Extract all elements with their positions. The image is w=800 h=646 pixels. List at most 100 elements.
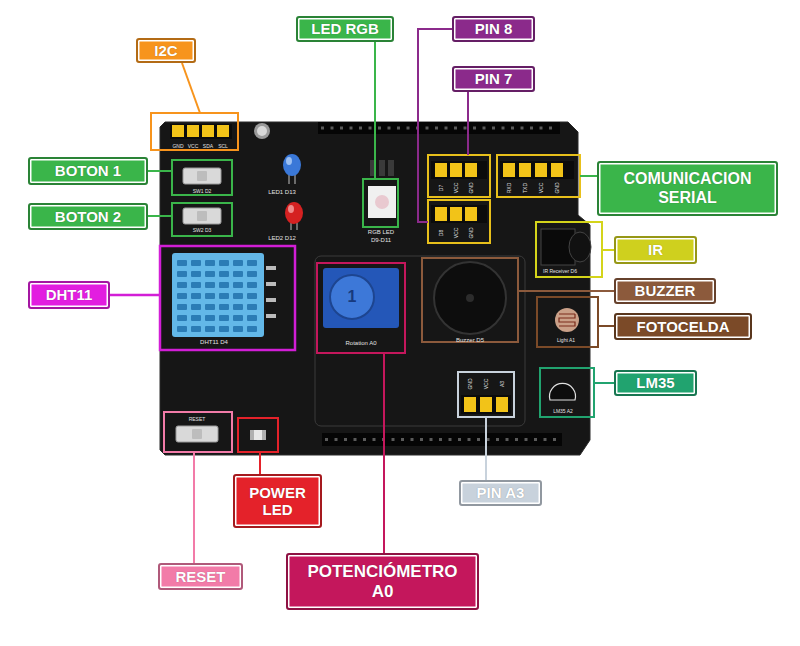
reset-button <box>192 429 202 439</box>
highlight-frame <box>164 412 232 452</box>
silkscreen-label: SCL <box>218 144 228 149</box>
led-leg <box>294 175 296 184</box>
silkscreen-label: VCC <box>188 144 199 149</box>
callout-box: PIN 7 <box>452 66 535 92</box>
silkscreen-label: TXD <box>523 183 528 193</box>
silkscreen-label: SW1 D2 <box>193 189 212 194</box>
silkscreen-label: D7 <box>439 185 444 191</box>
yellow-pin <box>450 163 462 177</box>
highlight-frame <box>363 179 398 227</box>
ir-receiver <box>569 232 591 262</box>
silkscreen-label: SW2 D3 <box>193 228 212 233</box>
callout-box: IR <box>614 236 697 264</box>
callout-text: DHT11 <box>46 286 93 303</box>
yellow-pin <box>496 397 508 412</box>
highlight-frame <box>536 222 602 277</box>
pin-header <box>431 205 487 223</box>
push-button <box>183 168 221 184</box>
callout-text: PIN 7 <box>475 70 513 87</box>
callout-text: COMUNICACION SERIAL <box>607 170 768 207</box>
rgb-led <box>375 195 389 209</box>
resistor <box>388 160 394 176</box>
silkscreen-label: VCC <box>539 183 544 194</box>
highlight-frame <box>160 246 295 350</box>
callout-text: PIN 8 <box>475 20 513 37</box>
highlight-frame <box>537 297 598 347</box>
reset-button <box>176 426 218 442</box>
silkscreen-label: IR Receiver D6 <box>543 269 577 274</box>
leader-line <box>148 215 172 217</box>
silkscreen-label: GND <box>469 182 474 193</box>
highlight-frame <box>172 160 232 195</box>
callout-box: FOTOCELDA <box>614 313 752 340</box>
silkscreen-label: RGB LED <box>368 229 394 235</box>
lm35-sensor <box>550 383 576 400</box>
callout-box: BUZZER <box>614 278 716 304</box>
yellow-pin <box>202 125 214 137</box>
leader-line <box>485 417 487 480</box>
callout-box: POTENCIÓMETRO A0 <box>286 553 479 610</box>
leader-line <box>259 452 261 474</box>
pin-header <box>431 161 487 179</box>
silkscreen-label: D9-D11 <box>371 237 391 243</box>
callout-box: POWER LED <box>233 474 322 528</box>
callout-text: BOTON 2 <box>55 208 121 225</box>
highlight-frame <box>428 200 490 243</box>
yellow-pin <box>551 163 563 177</box>
callout-box: BOTON 2 <box>28 203 148 230</box>
highlight-frame <box>151 113 238 150</box>
pin-header <box>500 161 574 179</box>
potentiometer-knob <box>330 275 374 319</box>
callout-box: RESET <box>158 563 243 590</box>
callout-box: BOTON 1 <box>28 157 148 185</box>
callout-text: PIN A3 <box>477 484 525 501</box>
callout-box: PIN A3 <box>459 480 542 506</box>
silkscreen-outline <box>315 256 525 426</box>
silkscreen-label: GND <box>555 182 560 193</box>
blue-led <box>283 154 301 176</box>
highlight-frame <box>458 372 514 417</box>
sensor-pin <box>266 298 276 302</box>
push-button <box>197 171 207 181</box>
yellow-pin <box>450 207 462 221</box>
yellow-pin <box>503 163 515 177</box>
highlight-frame <box>497 155 580 197</box>
photoresistor <box>555 308 579 332</box>
highlight-frame <box>422 258 518 342</box>
callout-text: IR <box>648 241 663 258</box>
leader-line <box>374 42 376 179</box>
resistor <box>379 160 385 176</box>
highlight-frame <box>317 263 405 353</box>
callout-box: LM35 <box>614 370 697 396</box>
silkscreen-label: GND <box>468 378 473 389</box>
yellow-pin <box>464 397 476 412</box>
photoresistor-track <box>559 314 575 326</box>
yellow-pin <box>535 163 547 177</box>
potentiometer <box>323 268 399 328</box>
power-led <box>250 430 254 440</box>
led-shine <box>286 157 292 165</box>
callout-text: BUZZER <box>635 282 696 299</box>
mounting-hole <box>257 126 267 136</box>
leader-line <box>598 325 614 327</box>
yellow-pin <box>217 125 229 137</box>
leader-line <box>148 170 172 172</box>
highlight-frame <box>172 203 232 236</box>
header-pins <box>325 438 560 441</box>
silkscreen-label: Buzzer D5 <box>456 337 484 343</box>
yellow-pin <box>465 207 477 221</box>
callout-text: BOTON 1 <box>55 162 121 179</box>
sensor-pin <box>266 266 276 270</box>
silkscreen-label: SDA <box>203 144 213 149</box>
yellow-pin <box>480 397 492 412</box>
silkscreen-label: Rotation A0 <box>345 340 376 346</box>
silkscreen-label: RXD <box>507 183 512 194</box>
highlight-frame <box>428 155 490 197</box>
yellow-pin <box>187 125 199 137</box>
knob-marking: 1 <box>348 289 357 305</box>
leader-line <box>602 249 614 251</box>
callout-text: I2C <box>154 42 177 59</box>
leader-line <box>383 353 385 553</box>
pin-header <box>461 395 511 414</box>
